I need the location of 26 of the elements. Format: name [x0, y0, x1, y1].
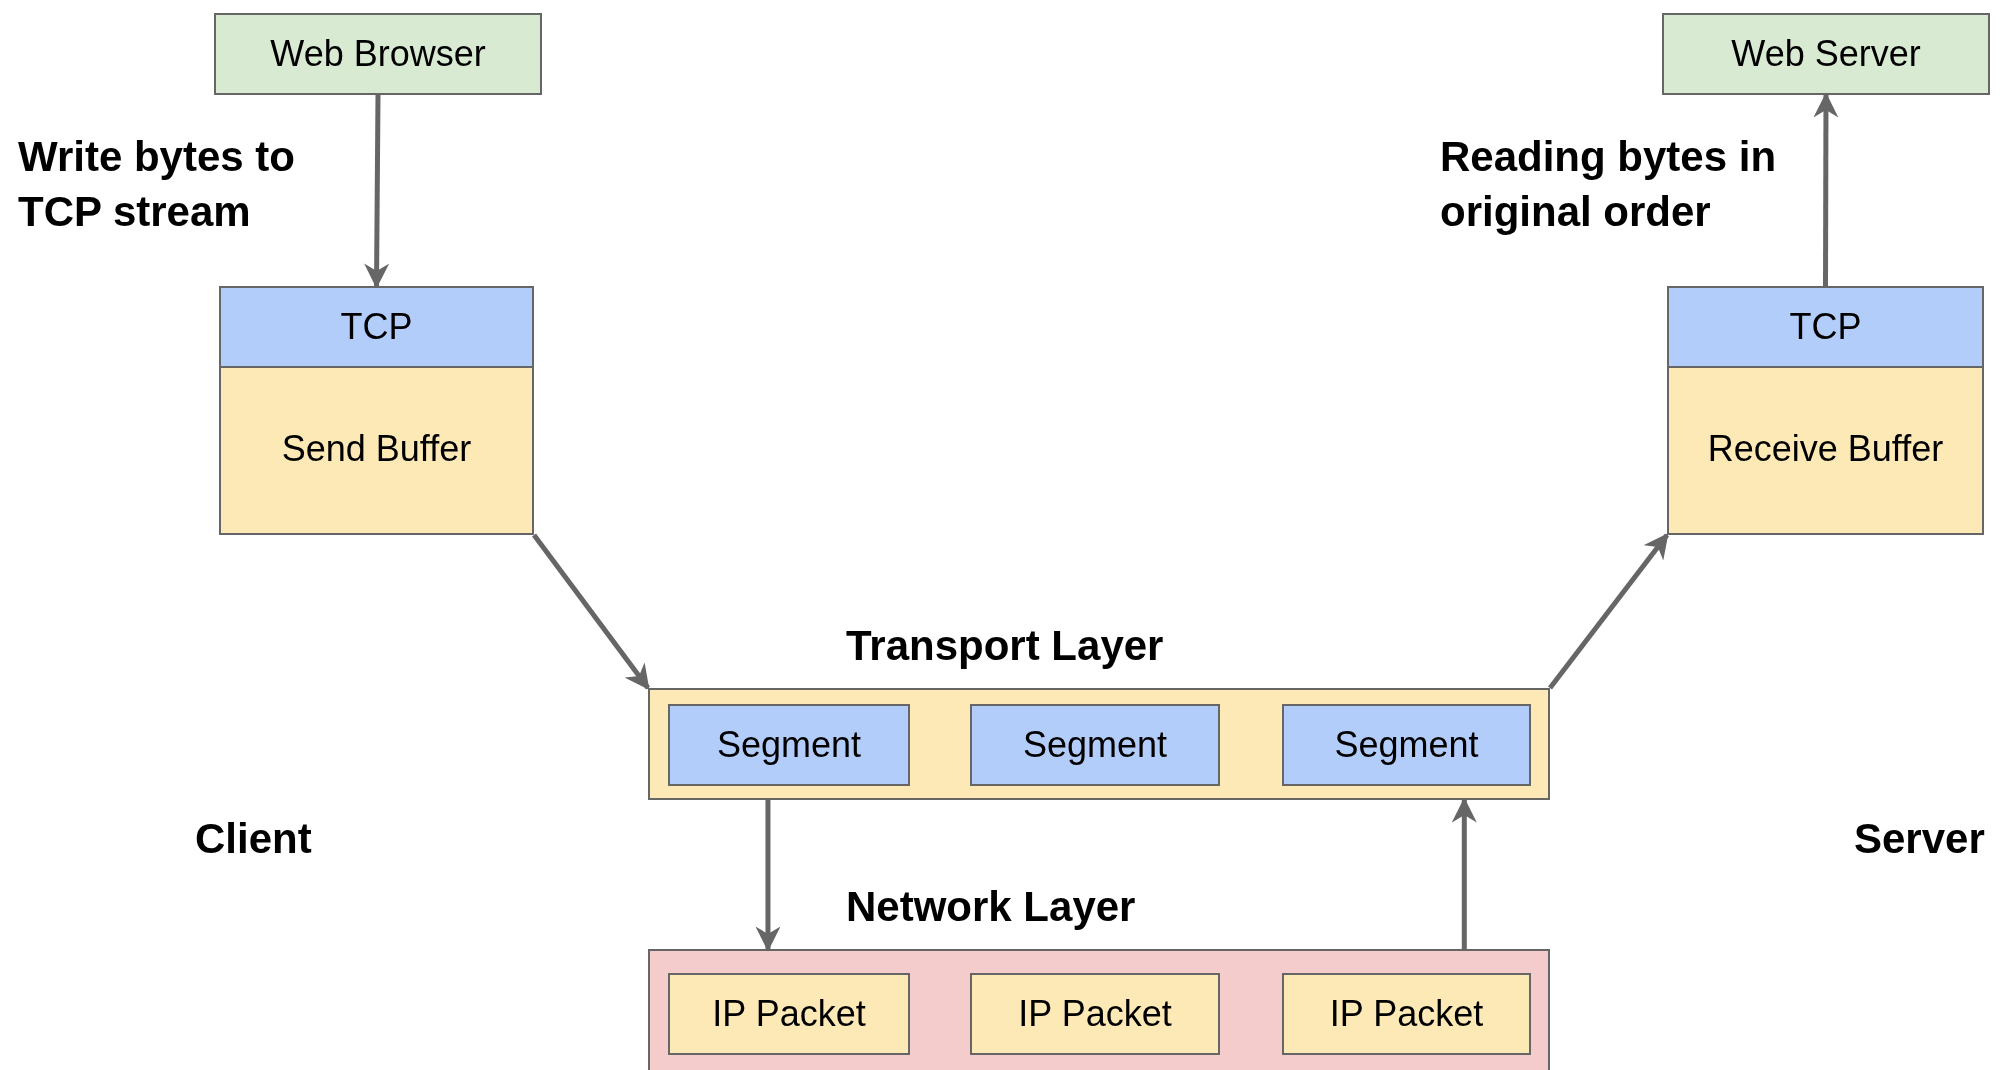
application-box: Web Server: [1662, 13, 1990, 95]
segment-box: Segment: [1282, 704, 1531, 786]
text-label: Reading bytes in original order: [1440, 132, 1778, 237]
buffer-label: Receive Buffer: [1706, 426, 1945, 471]
text-label: Server: [1854, 814, 1986, 864]
protocol-header: TCP: [1669, 288, 1982, 368]
packet-box: IP Packet: [970, 973, 1220, 1055]
layer-heading: Network Layer: [846, 882, 1136, 932]
layer-heading: Transport Layer: [846, 621, 1164, 671]
text-label: Client: [195, 814, 313, 864]
arrow: [1451, 797, 1477, 949]
tcp-buffer-stack: [1667, 286, 1984, 535]
protocol-header: TCP: [221, 288, 532, 368]
arrow: [1548, 533, 1669, 690]
arrow: [1813, 92, 1839, 286]
arrow: [532, 533, 650, 690]
arrow: [755, 800, 781, 952]
segment-box: Segment: [970, 704, 1220, 786]
application-box: Web Browser: [214, 13, 542, 95]
packet-box: IP Packet: [668, 973, 910, 1055]
packet-box: IP Packet: [1282, 973, 1531, 1055]
arrow: [364, 95, 390, 289]
text-label: Write bytes to TCP stream: [18, 132, 296, 237]
segment-box: Segment: [668, 704, 910, 786]
tcp-buffer-stack: [219, 286, 534, 535]
buffer-label: Send Buffer: [280, 426, 473, 471]
